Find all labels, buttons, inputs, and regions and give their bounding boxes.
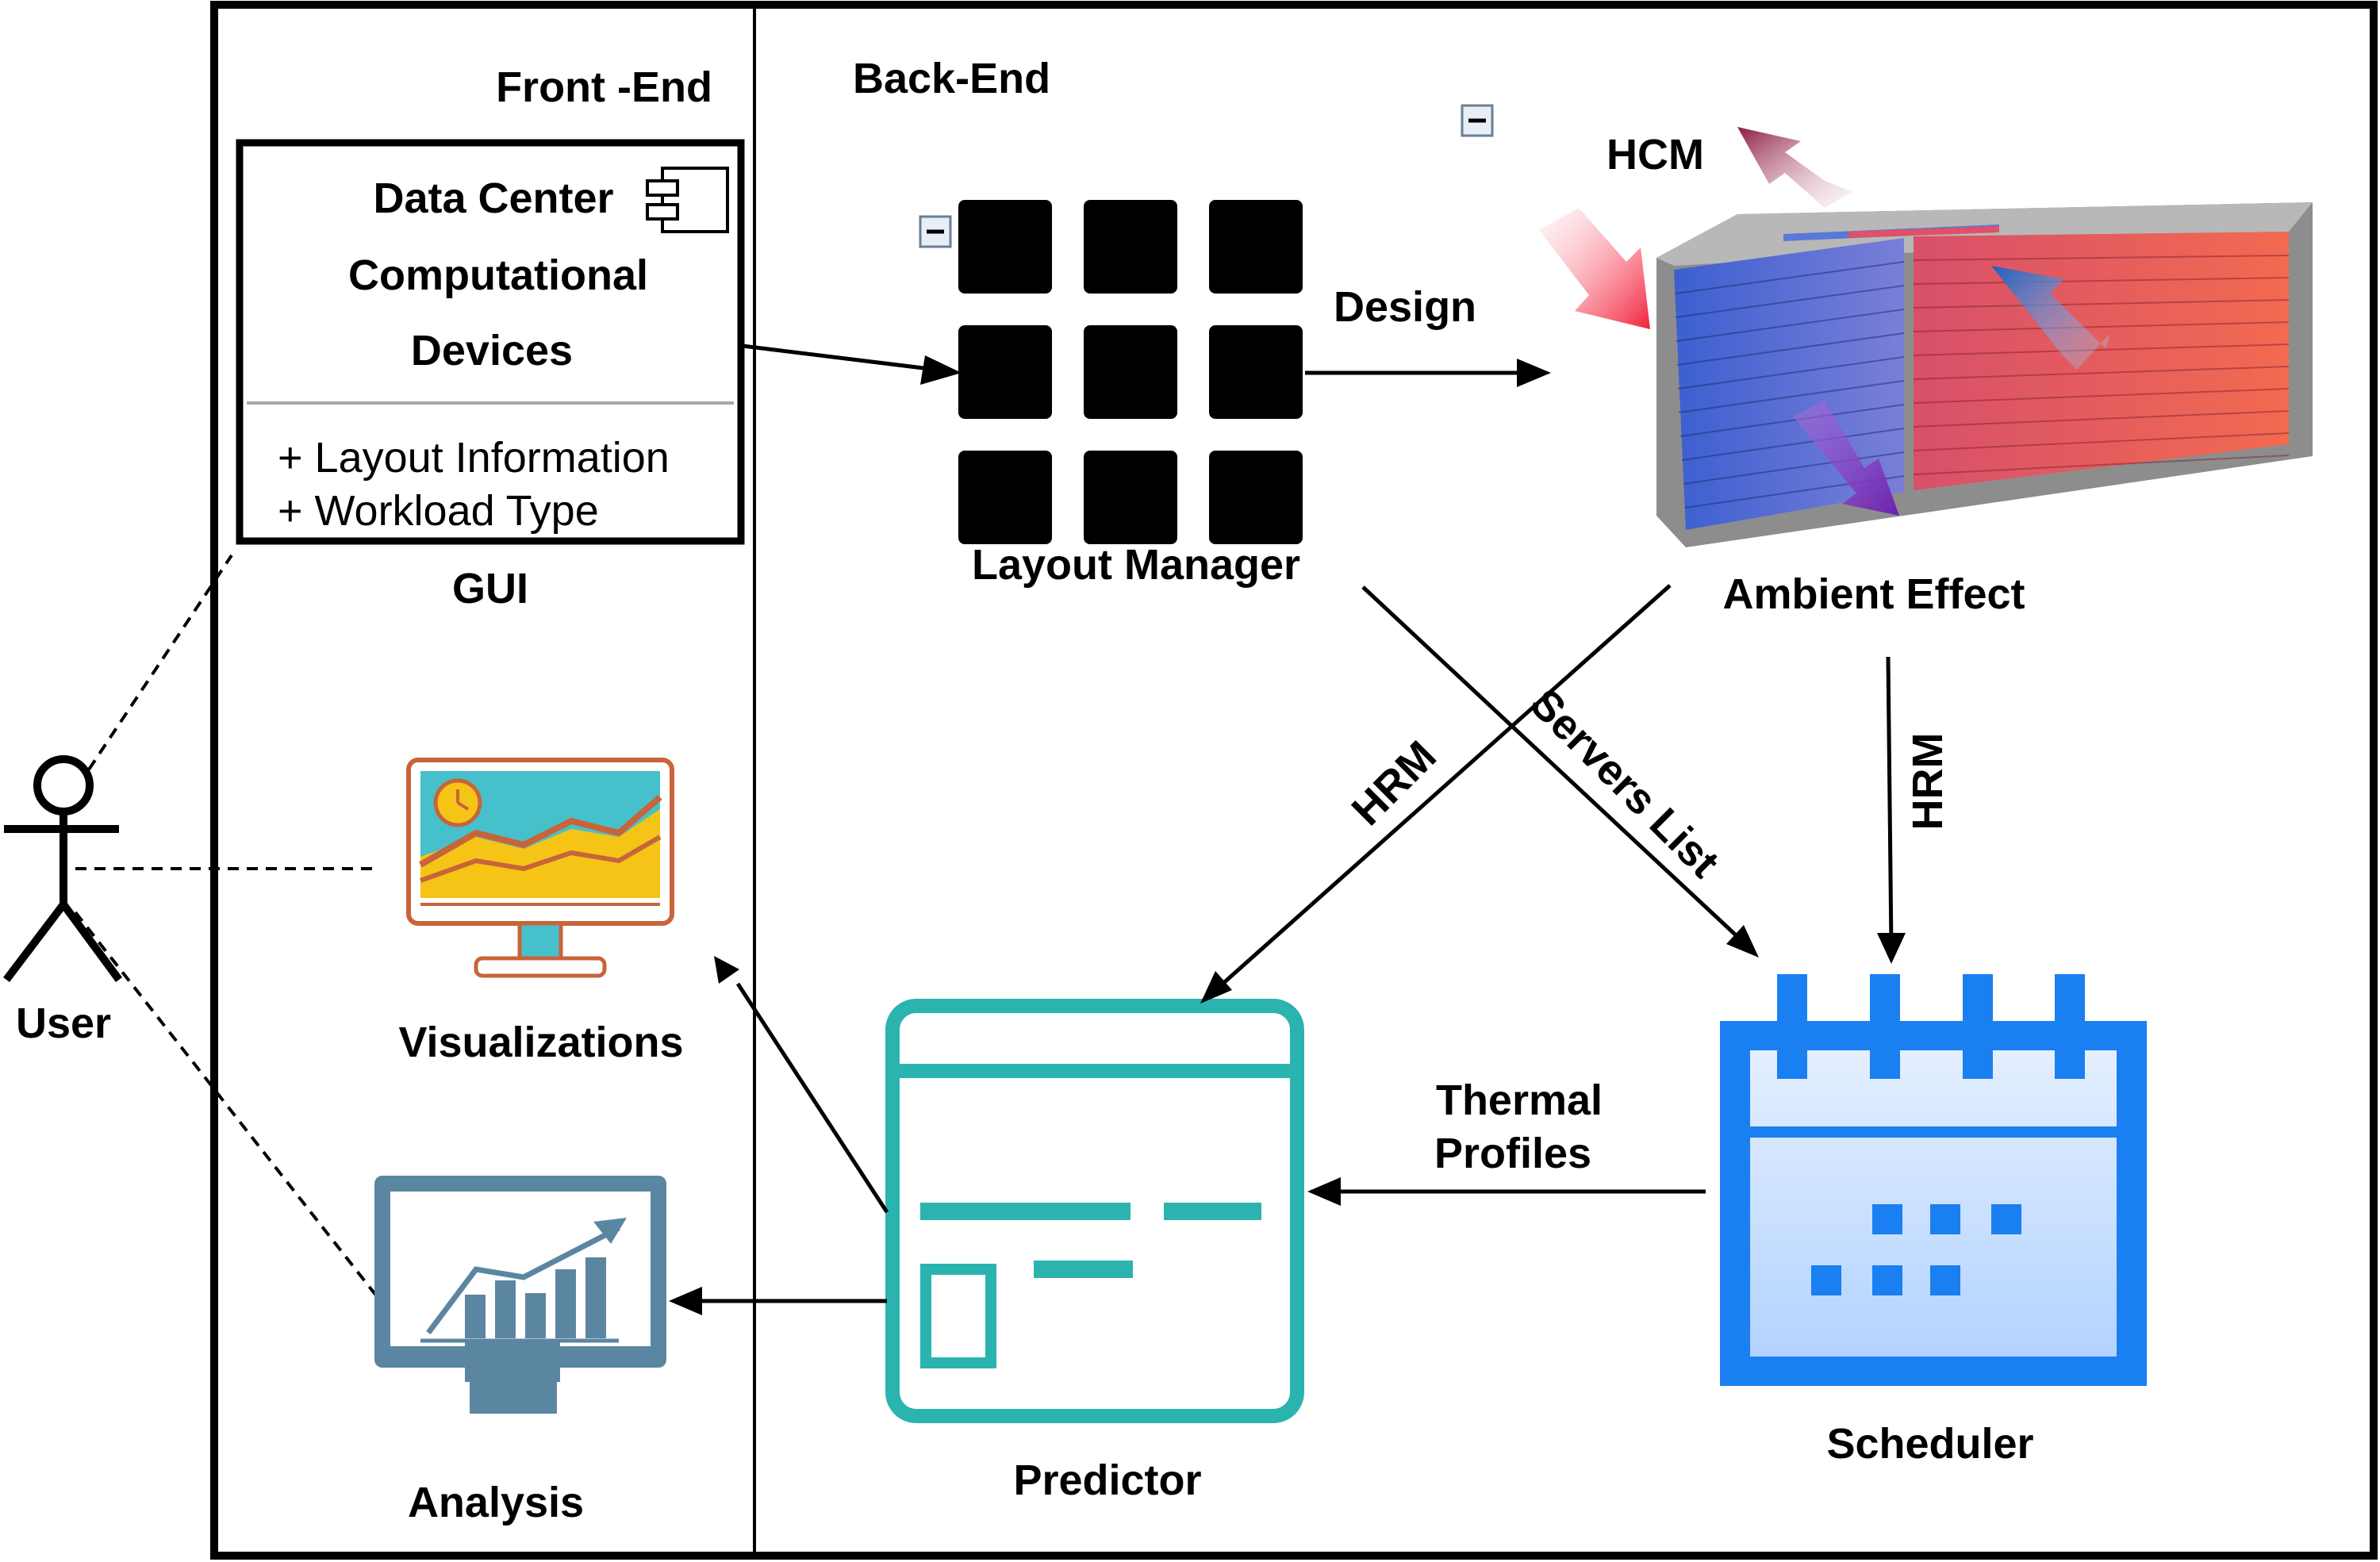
monitor-chart-icon[interactable] xyxy=(406,758,674,978)
hcm-label: HCM xyxy=(1606,131,1704,178)
edge-gui-to-layout xyxy=(742,343,937,372)
heat-exchanger-icon[interactable] xyxy=(1539,127,2313,547)
edge-hrm-to-scheduler xyxy=(1886,656,1894,949)
arrowheads xyxy=(669,355,1906,1315)
servers-list-edge-label: Servers List xyxy=(1521,680,1728,887)
predictor-label: Predictor xyxy=(1013,1456,1201,1504)
user-actor[interactable] xyxy=(3,755,123,983)
visualizations-label: Visualizations xyxy=(398,1019,683,1066)
edge-predictor-to-viz xyxy=(735,982,889,1214)
gui-title-line-2: Computational xyxy=(348,251,648,299)
hrm-edge-label-right: HRM xyxy=(1904,733,1952,831)
edges xyxy=(690,343,1894,1303)
thermal-edge-label-line-1: Thermal xyxy=(1436,1077,1603,1124)
edge-hrm-to-predictor xyxy=(1212,584,1672,993)
gui-label: GUI xyxy=(452,565,528,612)
layout-manager-label: Layout Manager xyxy=(972,541,1300,589)
thermal-edge-label-line-2: Profiles xyxy=(1434,1130,1591,1177)
front-end-heading: Front -End xyxy=(496,63,712,111)
ambient-effect-label: Ambient Effect xyxy=(1722,570,2025,618)
gui-component-box[interactable]: Data Center Computational Devices + Layo… xyxy=(236,139,745,545)
predictor-panel-icon[interactable] xyxy=(885,999,1304,1423)
design-edge-label: Design xyxy=(1334,283,1476,331)
user-label: User xyxy=(16,1000,111,1047)
hrm-edge-label-left: HRM xyxy=(1343,732,1445,835)
gui-attribute-layout: + Layout Information xyxy=(278,434,670,482)
scheduler-label: Scheduler xyxy=(1826,1420,2033,1468)
calendar-icon[interactable] xyxy=(1720,974,2147,1386)
edge-servers-list xyxy=(1361,585,1747,946)
uml-component-icon xyxy=(646,167,729,233)
collapse-icon[interactable] xyxy=(919,215,952,248)
gui-attribute-workload: + Workload Type xyxy=(278,487,599,535)
back-end-heading: Back-End xyxy=(853,55,1050,102)
gui-title-line-1: Data Center xyxy=(373,175,613,222)
gui-title-line-3: Devices xyxy=(411,327,573,374)
user-associations xyxy=(74,554,381,1301)
analysis-label: Analysis xyxy=(408,1479,584,1526)
collapse-icon[interactable] xyxy=(1461,104,1494,137)
server-grid-icon[interactable] xyxy=(958,200,1303,544)
analytics-monitor-icon[interactable] xyxy=(374,1176,666,1414)
outer-frame xyxy=(210,1,2378,1560)
